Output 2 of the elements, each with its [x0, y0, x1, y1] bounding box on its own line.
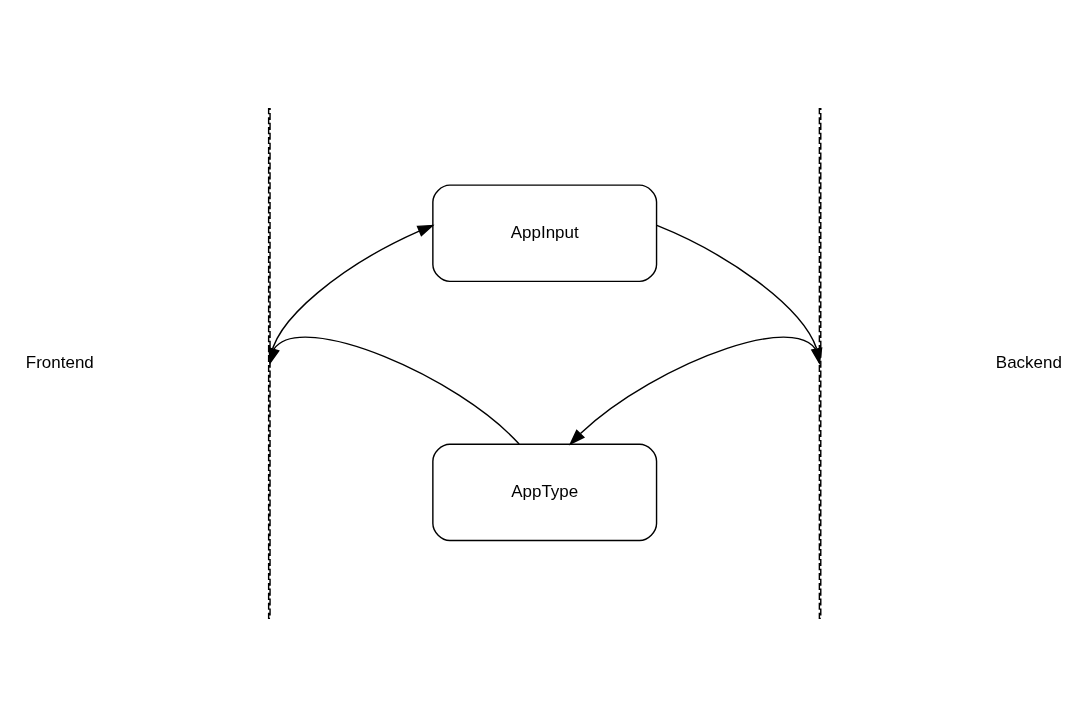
- label: Backend: [995, 352, 1062, 372]
- label: Frontend: [25, 352, 94, 372]
